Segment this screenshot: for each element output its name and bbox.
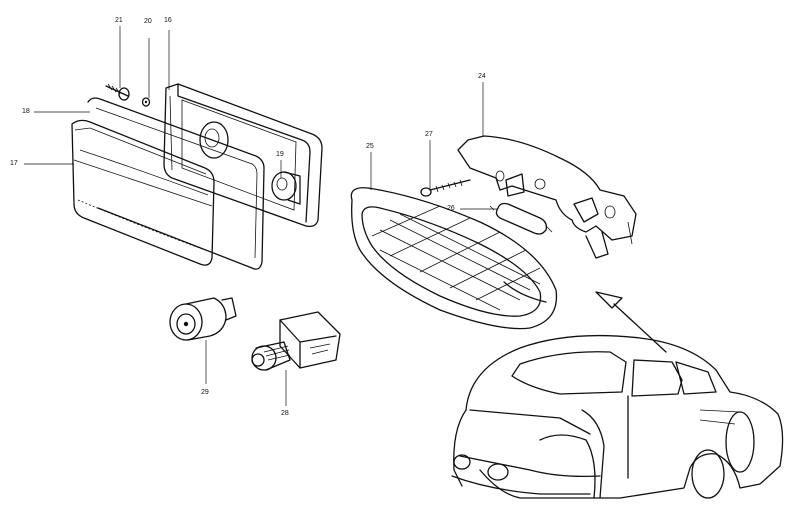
lamp-gasket-18	[87, 97, 265, 270]
callout-24: 24	[478, 73, 486, 80]
callout-29: 29	[201, 389, 209, 396]
callout-17: 17	[10, 160, 18, 167]
callout-21: 21	[115, 17, 123, 24]
callout-27: 27	[425, 131, 433, 138]
callout-18: 18	[22, 108, 30, 115]
callout-26: 26	[447, 205, 455, 212]
screw-21	[105, 83, 130, 101]
lamp-lens-17	[71, 119, 215, 266]
leader-lines	[24, 26, 498, 406]
washer-20	[141, 97, 151, 107]
switch-28	[251, 311, 341, 371]
roof-lamp-bracket-24	[457, 135, 637, 259]
callout-16: 16	[164, 17, 172, 24]
location-arrow	[595, 291, 667, 353]
callout-25: 25	[366, 143, 374, 150]
lamp-housing-16	[163, 83, 323, 228]
festoon-bulb-26	[489, 202, 553, 235]
door-switch-29	[169, 297, 237, 341]
callout-28: 28	[281, 410, 289, 417]
callout-20: 20	[144, 18, 152, 25]
screw-27	[420, 179, 471, 197]
car-illustration	[451, 334, 784, 499]
roof-lamp-lens-25	[350, 187, 558, 330]
callout-19: 19	[276, 151, 284, 158]
